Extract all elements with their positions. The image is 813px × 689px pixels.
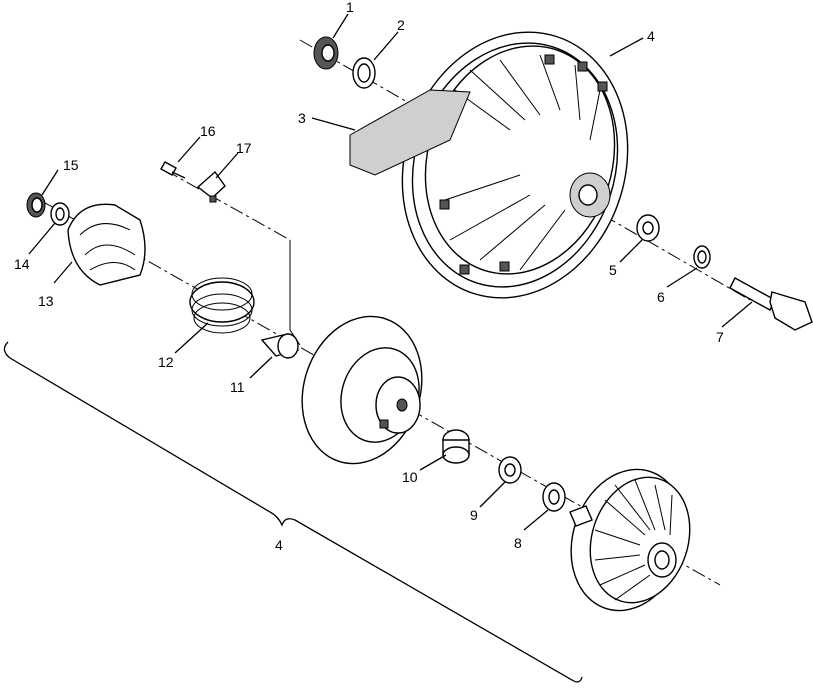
set-screw-part-16 (160, 161, 186, 179)
callout-14: 14 (14, 256, 30, 272)
callout-17: 17 (236, 140, 252, 156)
callout-9: 9 (470, 507, 478, 523)
callout-8: 8 (514, 535, 522, 551)
leader-lines (28, 13, 753, 531)
callout-10: 10 (402, 469, 418, 485)
washer-part-9 (498, 456, 522, 484)
bolt-leader-line (289, 240, 301, 346)
washer-part-5 (636, 214, 660, 242)
callout-6: 6 (657, 289, 665, 305)
bushing-part-10 (442, 429, 470, 464)
roller-button-part-17 (196, 170, 226, 203)
seal-part-1 (313, 36, 339, 70)
washer-part-2 (352, 57, 376, 89)
cam-part-13 (67, 203, 146, 286)
callout-16: 16 (200, 123, 216, 139)
callout-7: 7 (716, 329, 724, 345)
assembly-bracket (3, 341, 583, 683)
washer-part-8 (542, 482, 566, 512)
callout-2: 2 (397, 17, 405, 33)
callout-13: 13 (38, 293, 54, 309)
callout-12: 12 (158, 354, 174, 370)
lock-washer-part-6 (693, 245, 711, 269)
set-screw-axis-line (164, 169, 291, 241)
wear-block-part-3 (349, 89, 471, 176)
washer-part-14 (50, 202, 70, 226)
callout-15: 15 (63, 157, 79, 173)
callout-4-bracket: 4 (275, 537, 283, 553)
snap-ring-part-15 (26, 192, 46, 218)
stationary-sheave (301, 315, 423, 465)
bushing-part-11 (260, 333, 300, 359)
callout-5: 5 (609, 262, 617, 278)
spring-part-12 (189, 277, 255, 334)
callout-11: 11 (230, 379, 245, 395)
bolt-part-7 (729, 277, 813, 331)
fan-sheave (569, 468, 691, 612)
callout-1: 1 (346, 0, 354, 15)
callout-3: 3 (298, 110, 306, 126)
callout-labels: 1 2 3 4 5 6 7 8 9 10 11 12 13 14 15 16 1… (14, 0, 724, 553)
callout-4-top: 4 (647, 28, 655, 44)
